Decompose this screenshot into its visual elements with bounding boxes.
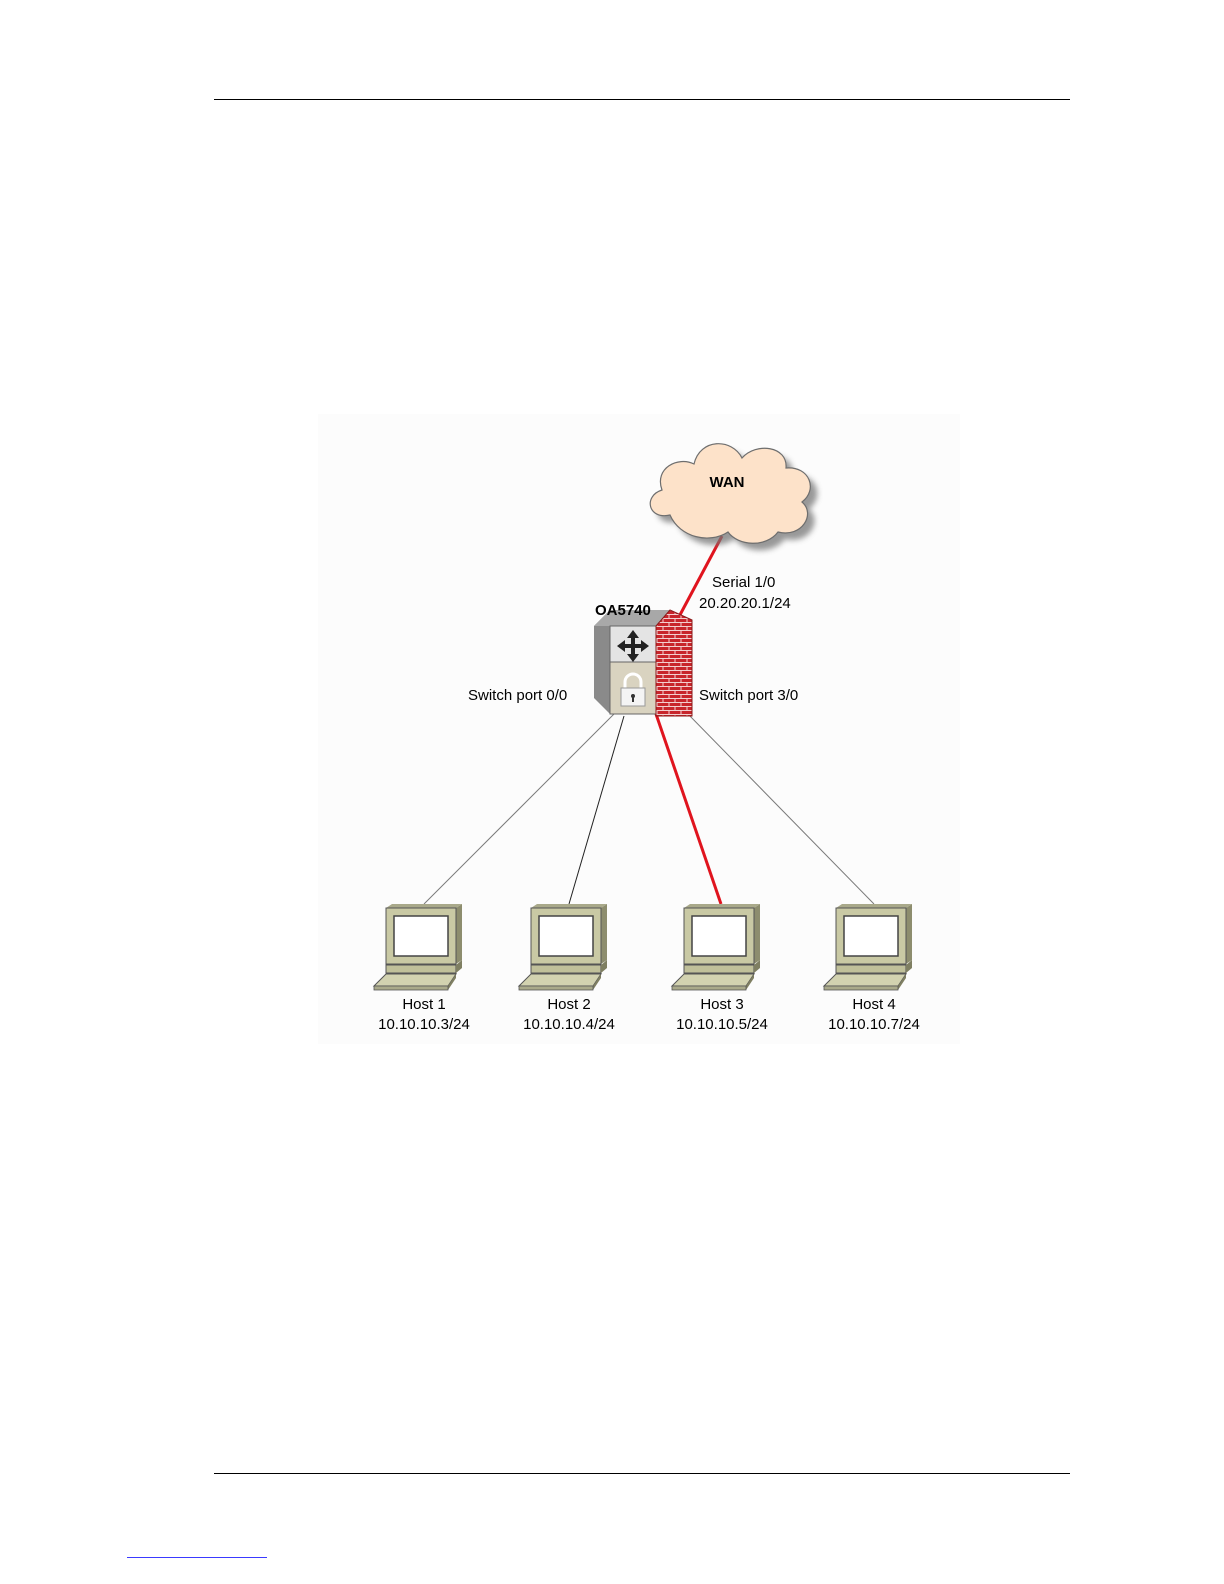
- serial-ip-label: 20.20.20.1/24: [699, 595, 791, 612]
- footnote-link-line: [127, 1557, 267, 1558]
- host-2: Host 2 10.10.10.4/24: [519, 904, 615, 1033]
- host-ip: 10.10.10.3/24: [378, 1016, 470, 1033]
- host-name: Host 4: [852, 996, 895, 1013]
- router-firewall-device: OA5740: [594, 602, 692, 716]
- computer-icon: [672, 904, 760, 990]
- right-port-label: Switch port 3/0: [699, 687, 798, 704]
- host-ip: 10.10.10.4/24: [523, 1016, 615, 1033]
- network-diagram: WAN OA5740 Serial 1/0 20.20.20.1/24 Swit…: [318, 414, 960, 1044]
- wan-cloud: WAN: [650, 444, 817, 551]
- serial-port-label: Serial 1/0: [712, 574, 775, 591]
- host-3: Host 3 10.10.10.5/24: [672, 904, 768, 1033]
- computer-icon: [374, 904, 462, 990]
- host-ip: 10.10.10.5/24: [676, 1016, 768, 1033]
- firewall-brick-icon: [656, 610, 692, 716]
- links: [424, 536, 874, 904]
- left-port-label: Switch port 0/0: [468, 687, 567, 704]
- host-4: Host 4 10.10.10.7/24: [824, 904, 920, 1033]
- host-ip: 10.10.10.7/24: [828, 1016, 920, 1033]
- device-name: OA5740: [595, 602, 651, 619]
- wan-label: WAN: [710, 474, 745, 491]
- header-rule: [214, 99, 1070, 100]
- host-1: Host 1 10.10.10.3/24: [374, 904, 470, 1033]
- link-host1: [424, 714, 614, 904]
- host-name: Host 1: [402, 996, 445, 1013]
- footer-rule: [214, 1473, 1070, 1474]
- host-name: Host 2: [547, 996, 590, 1013]
- host-name: Host 3: [700, 996, 743, 1013]
- computer-icon: [824, 904, 912, 990]
- link-host4: [686, 712, 874, 904]
- link-host3: [656, 714, 721, 904]
- computer-icon: [519, 904, 607, 990]
- link-host2: [569, 716, 624, 904]
